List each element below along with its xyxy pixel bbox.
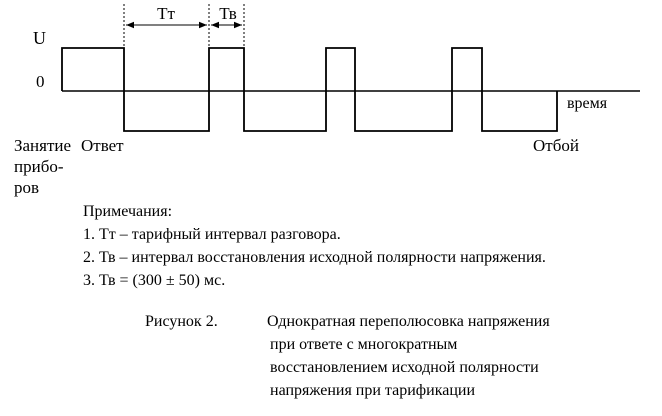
figure-number: Рисунок 2. [145,313,218,330]
figure-title-line-1: Однократная переполюсовка напряжения [267,313,550,330]
event-clear-label: Отбой [533,136,579,155]
figure-title-line-3: восстановлением исходной полярности [270,359,539,376]
zero-level-label: 0 [36,72,45,91]
figure-title: Однократная переполюсовка напряжения при… [267,310,550,402]
notes-block: Примечания: 1. Тт – тарифный интервал ра… [83,200,546,292]
event-seizure-line-3: ров [14,178,39,197]
note-item-3: 3. Тв = (300 ± 50) мс. [83,272,226,289]
notes-heading: Примечания: [83,203,173,220]
time-axis-label: время [567,95,608,112]
event-seizure-line-1: Занятие [14,136,71,155]
restore-interval-label: Тв [219,4,237,23]
event-answer-label: Ответ [81,136,124,155]
voltage-axis-label: U [33,28,46,48]
figure-title-line-2: при ответе с многократным [270,336,458,353]
note-item-2: 2. Тв – интервал восстановления исходной… [83,249,546,266]
tariff-interval-label: Тт [157,4,175,23]
voltage-waveform [61,47,558,132]
figure-title-line-4: напряжения при тарификации [270,382,476,399]
polarity-reversal-diagram: Тт Тв U 0 время Занятие прибо- ров Ответ… [14,4,640,197]
event-seizure-line-2: прибо- [14,157,64,176]
event-seizure-label: Занятие прибо- ров [14,136,75,197]
note-item-1: 1. Тт – тарифный интервал разговора. [83,226,341,243]
